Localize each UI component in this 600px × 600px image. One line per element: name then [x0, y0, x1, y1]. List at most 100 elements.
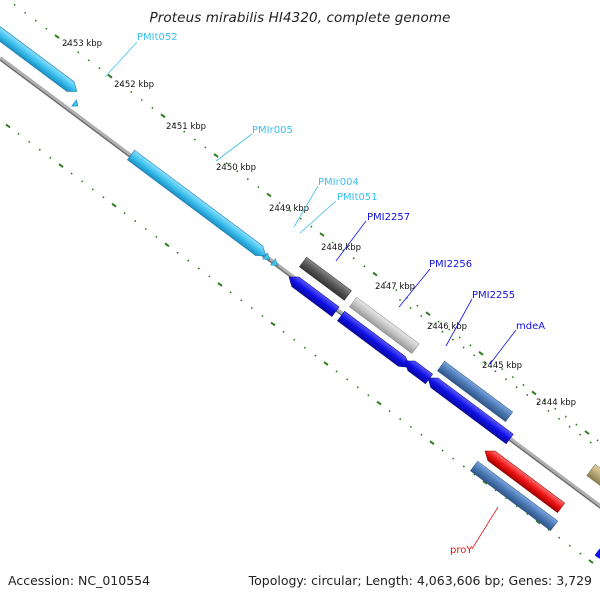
- feature-lightgrey-gene[interactable]: [349, 296, 420, 354]
- feature-label-pmir005[interactable]: PMIr005: [252, 125, 293, 136]
- major-tick: [429, 440, 435, 446]
- minor-tick: [547, 409, 550, 412]
- minor-tick: [554, 407, 557, 410]
- major-tick: [376, 400, 382, 406]
- feature-label-pmi2256[interactable]: PMI2256: [429, 259, 472, 270]
- feature-labels: PMIt052 PMIr005 PMIr004 PMIt051 PMI2257 …: [137, 32, 545, 556]
- feature-pmir005-arrow[interactable]: [126, 149, 269, 260]
- minor-tick: [356, 386, 359, 389]
- feature-pmi2255-gene[interactable]: [401, 356, 433, 385]
- minor-tick: [193, 138, 196, 141]
- minor-tick: [462, 346, 465, 349]
- minor-tick: [448, 328, 451, 331]
- minor-tick: [187, 259, 190, 262]
- major-tick: [111, 202, 117, 208]
- major-tick: [319, 232, 325, 237]
- minor-tick: [579, 552, 582, 555]
- minor-tick: [501, 368, 504, 371]
- major-tick: [535, 519, 541, 525]
- major-tick: [270, 321, 276, 327]
- feature-pmit051-arrow[interactable]: [270, 258, 281, 269]
- feature-label-pmit052[interactable]: PMIt052: [137, 32, 178, 43]
- genome-summary-text: Topology: circular; Length: 4,063,606 bp…: [248, 573, 592, 588]
- major-tick: [164, 242, 170, 248]
- mid-tick-row: [398, 298, 592, 444]
- minor-tick: [557, 417, 561, 420]
- feature-proy-rrna[interactable]: [481, 446, 566, 513]
- minor-tick: [144, 227, 147, 231]
- minor-tick: [70, 172, 73, 175]
- minor-tick: [335, 370, 338, 373]
- minor-tick: [172, 122, 175, 125]
- feature-pmi2257-gene[interactable]: [285, 272, 340, 317]
- kbp-label: 2452 kbp: [114, 80, 154, 90]
- minor-tick: [91, 188, 94, 191]
- minor-tick: [352, 257, 355, 260]
- feature-edge-gene[interactable]: [586, 464, 600, 488]
- minor-tick: [515, 385, 518, 389]
- minor-tick: [543, 399, 546, 402]
- major-tick: [266, 192, 272, 198]
- minor-tick: [363, 265, 366, 268]
- feature-small-trna-arrow-1[interactable]: [71, 99, 81, 109]
- feature-grey-gene[interactable]: [299, 256, 352, 301]
- minor-tick: [505, 497, 508, 500]
- minor-tick: [310, 225, 313, 228]
- feature-label-mdea[interactable]: mdeA: [516, 321, 545, 332]
- minor-tick: [24, 11, 27, 14]
- minor-tick: [526, 393, 529, 397]
- minor-tick: [536, 401, 539, 405]
- minor-tick: [409, 306, 412, 310]
- minor-tick: [504, 378, 508, 381]
- feature-pmit052-arrow[interactable]: [0, 26, 81, 96]
- feature-label-pmi2257[interactable]: PMI2257: [367, 212, 410, 223]
- feature-pmi2256-gene[interactable]: [337, 310, 413, 372]
- feature-mdea-gene[interactable]: [437, 360, 514, 423]
- minor-tick: [197, 267, 200, 270]
- minor-tick: [183, 130, 186, 133]
- feature-edge-cds[interactable]: [594, 548, 600, 559]
- feature-pmir004-arrow[interactable]: [262, 252, 273, 263]
- minor-tick: [441, 330, 444, 333]
- minor-tick: [420, 433, 423, 436]
- kbp-label: 2446 kbp: [427, 322, 467, 332]
- minor-tick: [314, 354, 317, 357]
- minor-tick: [134, 219, 137, 223]
- feature-label-proy[interactable]: proY: [450, 545, 473, 556]
- kbp-label: 2451 kbp: [166, 122, 206, 132]
- kbp-label: 2447 kbp: [375, 282, 415, 292]
- minor-tick: [282, 330, 285, 334]
- minor-tick: [526, 512, 529, 516]
- minor-tick: [568, 544, 571, 547]
- minor-tick: [522, 383, 525, 387]
- minor-tick: [399, 417, 402, 421]
- minor-tick: [452, 457, 455, 460]
- minor-tick: [119, 82, 122, 86]
- minor-tick: [515, 504, 518, 508]
- feature-steel-gene-reverse[interactable]: [470, 460, 559, 531]
- minor-tick: [240, 299, 243, 302]
- minor-tick: [155, 235, 158, 238]
- minor-tick: [437, 320, 440, 323]
- minor-tick: [547, 528, 550, 531]
- feature-label-pmit051[interactable]: PMIt051: [337, 192, 378, 203]
- outer-tick-row: [13, 3, 599, 442]
- minor-tick: [38, 148, 41, 151]
- feature-label-pmir004[interactable]: PMIr004: [318, 177, 359, 188]
- minor-tick: [236, 170, 239, 173]
- minor-tick: [123, 211, 126, 215]
- feature-label-pmi2255[interactable]: PMI2255: [472, 290, 515, 301]
- minor-tick: [483, 362, 486, 365]
- minor-tick: [430, 322, 433, 325]
- minor-tick: [331, 241, 334, 244]
- minor-tick: [81, 180, 84, 183]
- major-tick: [58, 163, 64, 168]
- minor-tick: [225, 162, 228, 165]
- minor-tick: [568, 425, 571, 428]
- major-tick: [107, 73, 113, 79]
- feature-cds-gene-4[interactable]: [424, 373, 514, 445]
- minor-tick: [34, 19, 37, 22]
- major-tick: [213, 153, 219, 158]
- major-tick: [217, 282, 223, 287]
